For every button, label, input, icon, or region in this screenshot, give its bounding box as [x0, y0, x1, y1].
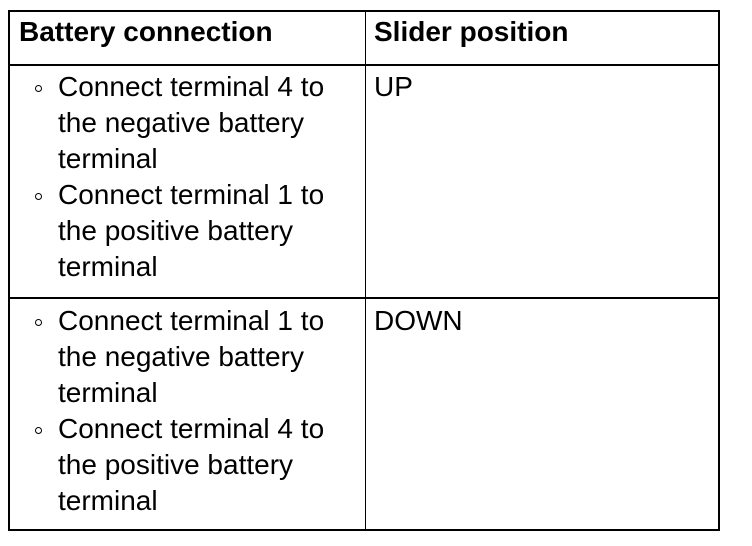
header-battery-connection: Battery connection	[19, 16, 273, 47]
bullet-icon	[35, 193, 42, 200]
bullet-icon	[35, 319, 42, 326]
bullet-text: Connect terminal 4 to the negative batte…	[58, 71, 325, 174]
list-item: Connect terminal 4 to the negative batte…	[18, 69, 354, 177]
column-divider	[365, 12, 366, 529]
bullet-icon	[35, 85, 42, 92]
bullet-text: Connect terminal 4 to the positive batte…	[58, 413, 325, 516]
list-item: Connect terminal 1 to the negative batte…	[18, 303, 354, 411]
bullet-text: Connect terminal 1 to the positive batte…	[58, 179, 325, 282]
header-slider-position: Slider position	[374, 16, 569, 47]
battery-slider-table: Battery connection Slider position Conne…	[8, 10, 720, 531]
row-divider	[10, 297, 718, 299]
list-item: Connect terminal 1 to the positive batte…	[18, 177, 354, 285]
row-1-slider-position: UP	[374, 71, 413, 102]
row-2-battery-connection: Connect terminal 1 to the negative batte…	[18, 303, 354, 519]
header-row-divider	[10, 64, 718, 66]
bullet-icon	[35, 427, 42, 434]
list-item: Connect terminal 4 to the positive batte…	[18, 411, 354, 519]
bullet-text: Connect terminal 1 to the negative batte…	[58, 305, 325, 408]
row-1-battery-connection: Connect terminal 4 to the negative batte…	[18, 69, 354, 285]
row-2-slider-position: DOWN	[374, 305, 463, 336]
